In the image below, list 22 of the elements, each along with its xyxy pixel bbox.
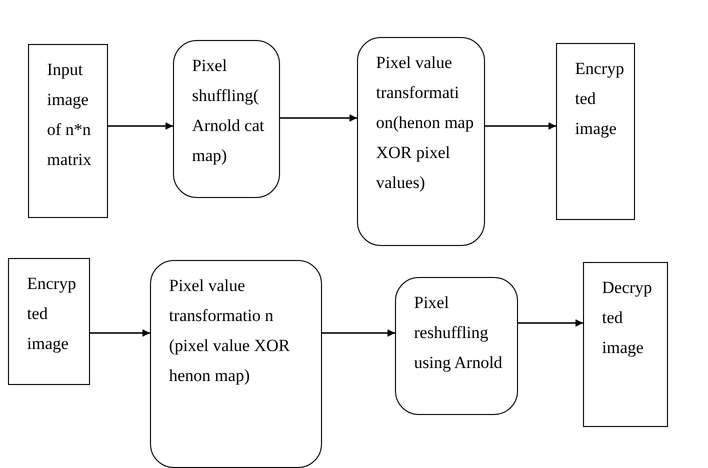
node-text: Pixel reshuffling using Arnold <box>414 292 504 374</box>
arrow <box>280 114 357 122</box>
node-text: Encryp ted image <box>575 58 626 140</box>
arrow <box>518 319 583 327</box>
node-text: Input image of n*n matrix <box>47 59 92 171</box>
process-rounded-box <box>173 40 280 198</box>
node-text: Encryp ted image <box>27 273 78 355</box>
process-rounded-box <box>395 277 518 415</box>
process-box <box>583 262 668 427</box>
node-text: Pixel value transformatio n (pixel value XOR henon map) <box>169 275 291 387</box>
node-text: Pixel value transformati on(henon map XOR pixel values) <box>376 52 475 194</box>
node-text: Decryp ted image <box>602 277 654 359</box>
arrow <box>485 122 556 130</box>
arrow <box>322 329 395 337</box>
arrow <box>90 329 150 337</box>
process-rounded-box <box>150 260 322 468</box>
process-box <box>556 43 635 220</box>
arrow <box>108 122 173 130</box>
process-box <box>28 44 108 218</box>
process-rounded-box <box>357 37 485 246</box>
process-box <box>8 258 90 385</box>
node-text: Pixel shuffling( Arnold cat map) <box>192 55 266 167</box>
